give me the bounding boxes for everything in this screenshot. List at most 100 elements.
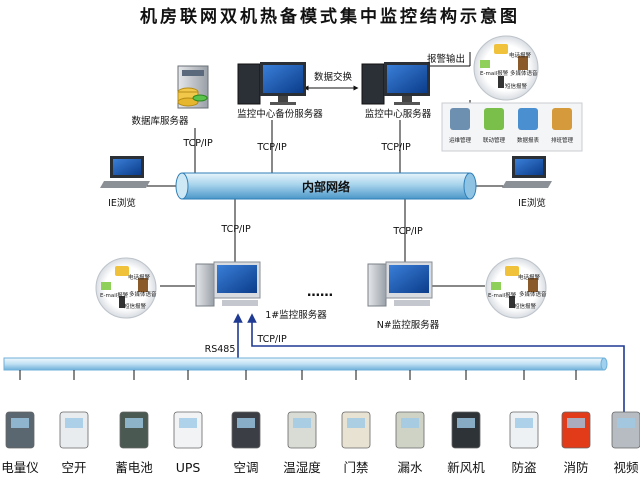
tcp-video-link xyxy=(247,313,625,430)
device-icon xyxy=(611,411,640,449)
phone-icon xyxy=(494,44,508,54)
device-10: 防盗 xyxy=(509,411,539,475)
device-5: 空调 xyxy=(231,411,261,475)
data-exchange-label: 数据交换 xyxy=(314,71,353,83)
mgmt-tool-label: 联动管理 xyxy=(483,136,506,144)
device-11: 消防 xyxy=(561,411,591,475)
device-icon xyxy=(5,411,35,449)
device-icon xyxy=(59,411,89,449)
device-icon xyxy=(561,411,591,449)
mobile-icon xyxy=(498,76,504,88)
phone-alarm-label: 电话报警 xyxy=(509,51,532,59)
main-server-icon xyxy=(361,62,430,105)
device-icon xyxy=(341,411,371,449)
device-label: 温湿度 xyxy=(283,460,321,475)
tcp-main-label: TCP/IP xyxy=(380,142,411,153)
device-drop-lines xyxy=(19,370,577,380)
server-n-label: N#监控服务器 xyxy=(377,319,440,331)
backup-server-label: 监控中心备份服务器 xyxy=(237,108,323,120)
device-panel xyxy=(457,418,475,428)
device-row: 电量仪 空开蓄电池 UPS 空调 温湿度 门禁 漏水 新风机 防盗 消防 视频 xyxy=(1,411,640,475)
db-server-label: 数据库服务器 xyxy=(131,115,189,127)
device-panel xyxy=(125,418,143,428)
backup-server-icon xyxy=(237,62,306,105)
device-12: 视频 xyxy=(611,411,640,475)
voice-label: 多媒体语音 xyxy=(519,290,547,298)
connection-lines xyxy=(145,52,512,287)
sms-alarm-label: 短信报警 xyxy=(514,302,537,310)
device-label: 漏水 xyxy=(397,460,423,475)
mgmt-tool-2: 联动管理 xyxy=(483,108,506,144)
mgmt-tool-4: 排班管理 xyxy=(551,108,573,144)
device-icon xyxy=(509,411,539,449)
ellipsis-dots: …… xyxy=(307,285,333,300)
speaker-icon xyxy=(518,56,528,70)
device-9: 新风机 xyxy=(447,411,485,475)
device-panel xyxy=(65,418,83,428)
ie-left-label: IE浏览 xyxy=(108,197,136,209)
alarm-output-label: 报警输出 xyxy=(427,53,465,65)
device-1: 电量仪 xyxy=(1,411,39,475)
voice-label: 多媒体语音 xyxy=(510,69,538,77)
tcp-sub-right-label: TCP/IP xyxy=(392,226,423,237)
mgmt-tool-icon xyxy=(484,108,504,130)
device-label: 新风机 xyxy=(447,460,485,475)
device-panel xyxy=(347,418,365,428)
device-8: 漏水 xyxy=(395,411,425,475)
database-server-icon xyxy=(177,65,209,109)
alarm-cluster-top: 电话报警 E-mail报警 多媒体语音 短信报警 xyxy=(473,35,539,101)
voice-label: 多媒体语音 xyxy=(129,290,157,298)
phone-alarm-label: 电话报警 xyxy=(518,273,541,281)
sms-alarm-label: 短信报警 xyxy=(124,302,147,310)
device-label: UPS xyxy=(176,460,201,475)
mgmt-tool-3: 数据报表 xyxy=(517,108,539,144)
device-icon xyxy=(395,411,425,449)
device-label: 门禁 xyxy=(343,460,368,475)
device-icon xyxy=(231,411,261,449)
mgmt-tool-icon xyxy=(518,108,538,130)
network-label: 内部网络 xyxy=(302,179,350,194)
ie-right-label: IE浏览 xyxy=(518,197,546,209)
device-panel xyxy=(293,418,311,428)
mgmt-tool-icon xyxy=(450,108,470,130)
alarm-cluster-right: 电话报警 E-mail报警 多媒体语音 短信报警 xyxy=(485,257,547,319)
tcp-bottom-label: TCP/IP xyxy=(256,334,287,345)
device-panel xyxy=(567,418,585,428)
device-7: 门禁 xyxy=(341,411,371,475)
device-2: 空开 xyxy=(59,411,89,475)
alarm-cluster-left: 电话报警 E-mail报警 多媒体语音 短信报警 xyxy=(95,257,157,319)
device-label: 电量仪 xyxy=(1,460,39,475)
device-icon xyxy=(119,411,149,449)
mgmt-tool-icon xyxy=(552,108,572,130)
device-6: 温湿度 xyxy=(283,411,321,475)
main-server-label: 监控中心服务器 xyxy=(365,108,432,120)
device-panel xyxy=(515,418,533,428)
device-label: 消防 xyxy=(563,460,588,475)
email-alarm-label: E-mail报警 xyxy=(100,291,129,299)
device-4: UPS xyxy=(173,411,203,475)
device-label: 空调 xyxy=(233,460,258,475)
tcp-backup-label: TCP/IP xyxy=(256,142,287,153)
device-3: 蓄电池 xyxy=(115,411,153,475)
mgmt-tool-label: 运维管理 xyxy=(449,136,472,144)
device-panel xyxy=(401,418,419,428)
internal-network-pipe xyxy=(175,172,477,200)
device-label: 蓄电池 xyxy=(115,460,153,475)
monitor-server-n-icon xyxy=(367,261,433,307)
email-alarm-label: E-mail报警 xyxy=(480,69,509,77)
tcp-db-label: TCP/IP xyxy=(182,138,213,149)
sms-alarm-label: 短信报警 xyxy=(505,82,528,90)
phone-alarm-label: 电话报警 xyxy=(128,273,151,281)
device-label: 防盗 xyxy=(511,460,536,475)
email-icon xyxy=(480,60,490,68)
device-label: 视频 xyxy=(613,460,639,475)
device-icon xyxy=(451,411,481,449)
management-tools-box: 运维管理 联动管理 数据报表排班管理 xyxy=(441,102,583,152)
device-icon xyxy=(287,411,317,449)
rs485-bus xyxy=(3,357,608,371)
tcp-sub-left-label: TCP/IP xyxy=(220,224,251,235)
diagram-title: 机房联网双机热备模式集中监控结构示意图 xyxy=(140,6,520,27)
rs485-label: RS485 xyxy=(205,344,236,355)
